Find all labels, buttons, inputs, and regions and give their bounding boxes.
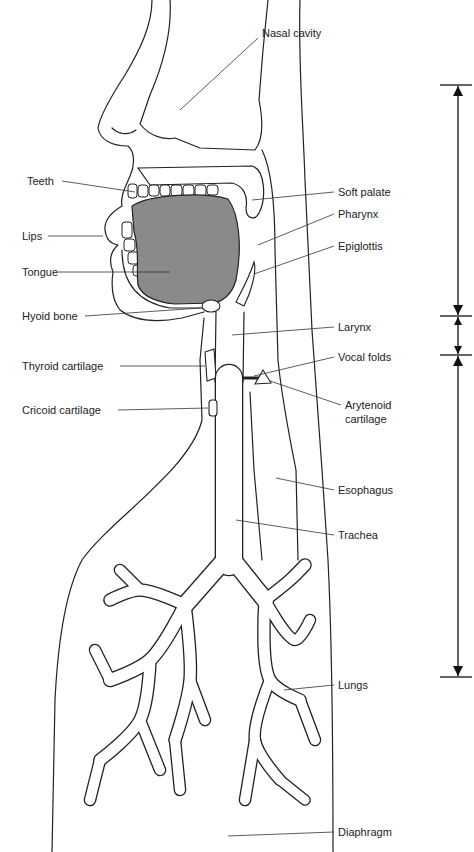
part-label: Nasal cavity	[262, 26, 321, 40]
bronchus-fill	[229, 555, 265, 600]
bronchus-fill	[185, 555, 229, 605]
bronchus-outline	[190, 680, 205, 720]
bronchus-outline	[229, 555, 265, 600]
part-label: Soft palate	[338, 185, 391, 199]
bronchus-fill	[255, 680, 280, 780]
bronchus-outline	[90, 760, 100, 800]
hyoid-bone	[202, 300, 220, 312]
bronchus-outline	[95, 650, 110, 680]
larynx-wall	[243, 312, 244, 382]
bronchus-fill	[216, 378, 242, 562]
thyroid-cartilage	[205, 349, 216, 381]
bronchus-fill	[175, 740, 180, 790]
nostril	[112, 128, 136, 134]
part-label: Teeth	[27, 174, 54, 188]
cricoid-cartilage	[209, 400, 217, 416]
part-label: Thyroid cartilage	[22, 359, 103, 373]
bronchus-fill	[265, 600, 310, 640]
esophagus-wall	[250, 392, 262, 560]
lungs-illustration	[90, 378, 315, 800]
part-label: Arytenoid cartilage	[345, 398, 411, 426]
part-label: Larynx	[338, 320, 371, 334]
tongue	[132, 195, 239, 304]
bronchus-fill	[245, 740, 255, 800]
part-label: Epiglottis	[338, 239, 383, 253]
bronchus-fill	[190, 680, 205, 720]
part-label: Tongue	[22, 265, 58, 279]
bronchus-fill	[100, 660, 150, 760]
epiglottis	[236, 262, 255, 306]
bronchus-outline	[245, 740, 255, 800]
part-label: Lips	[22, 229, 42, 243]
part-label: Pharynx	[338, 207, 378, 221]
bronchus-fill	[300, 700, 315, 740]
neck-front	[52, 318, 204, 852]
bronchus-fill	[90, 760, 100, 800]
bronchus-fill	[120, 570, 140, 590]
part-label: Hyoid bone	[22, 309, 78, 323]
bronchus-fill	[175, 605, 190, 740]
bronchus-outline	[110, 590, 185, 605]
bronchus-fill	[110, 590, 185, 605]
bronchus-outline	[300, 700, 315, 740]
bronchus-outline	[280, 780, 305, 800]
bronchus-fill	[265, 565, 305, 600]
region-brackets	[440, 85, 472, 677]
bronchus-outline	[215, 378, 244, 562]
bronchus-outline	[265, 565, 305, 600]
part-label: Vocal folds	[338, 350, 391, 364]
bronchus-outline	[120, 570, 140, 590]
bronchus-outline	[175, 740, 180, 790]
part-label: Cricoid cartilage	[22, 403, 101, 417]
part-label: Esophagus	[338, 483, 393, 497]
bronchus-outline	[255, 680, 280, 780]
part-label: Trachea	[338, 528, 378, 542]
bronchus-outline	[185, 555, 229, 605]
neck-back	[300, 0, 333, 852]
pharynx-wall	[262, 150, 298, 560]
bronchus-fill	[95, 650, 110, 680]
bronchus-outline	[140, 720, 160, 770]
nasal-cavity-outline	[140, 0, 268, 150]
part-label: Diaphragm	[338, 825, 392, 839]
bronchus-outline	[265, 600, 310, 640]
arytenoid-cartilage	[255, 370, 271, 384]
leader-lines	[48, 38, 341, 836]
part-label: Lungs	[338, 678, 368, 692]
bronchus-fill	[280, 780, 305, 800]
bronchus-fill	[140, 720, 160, 770]
